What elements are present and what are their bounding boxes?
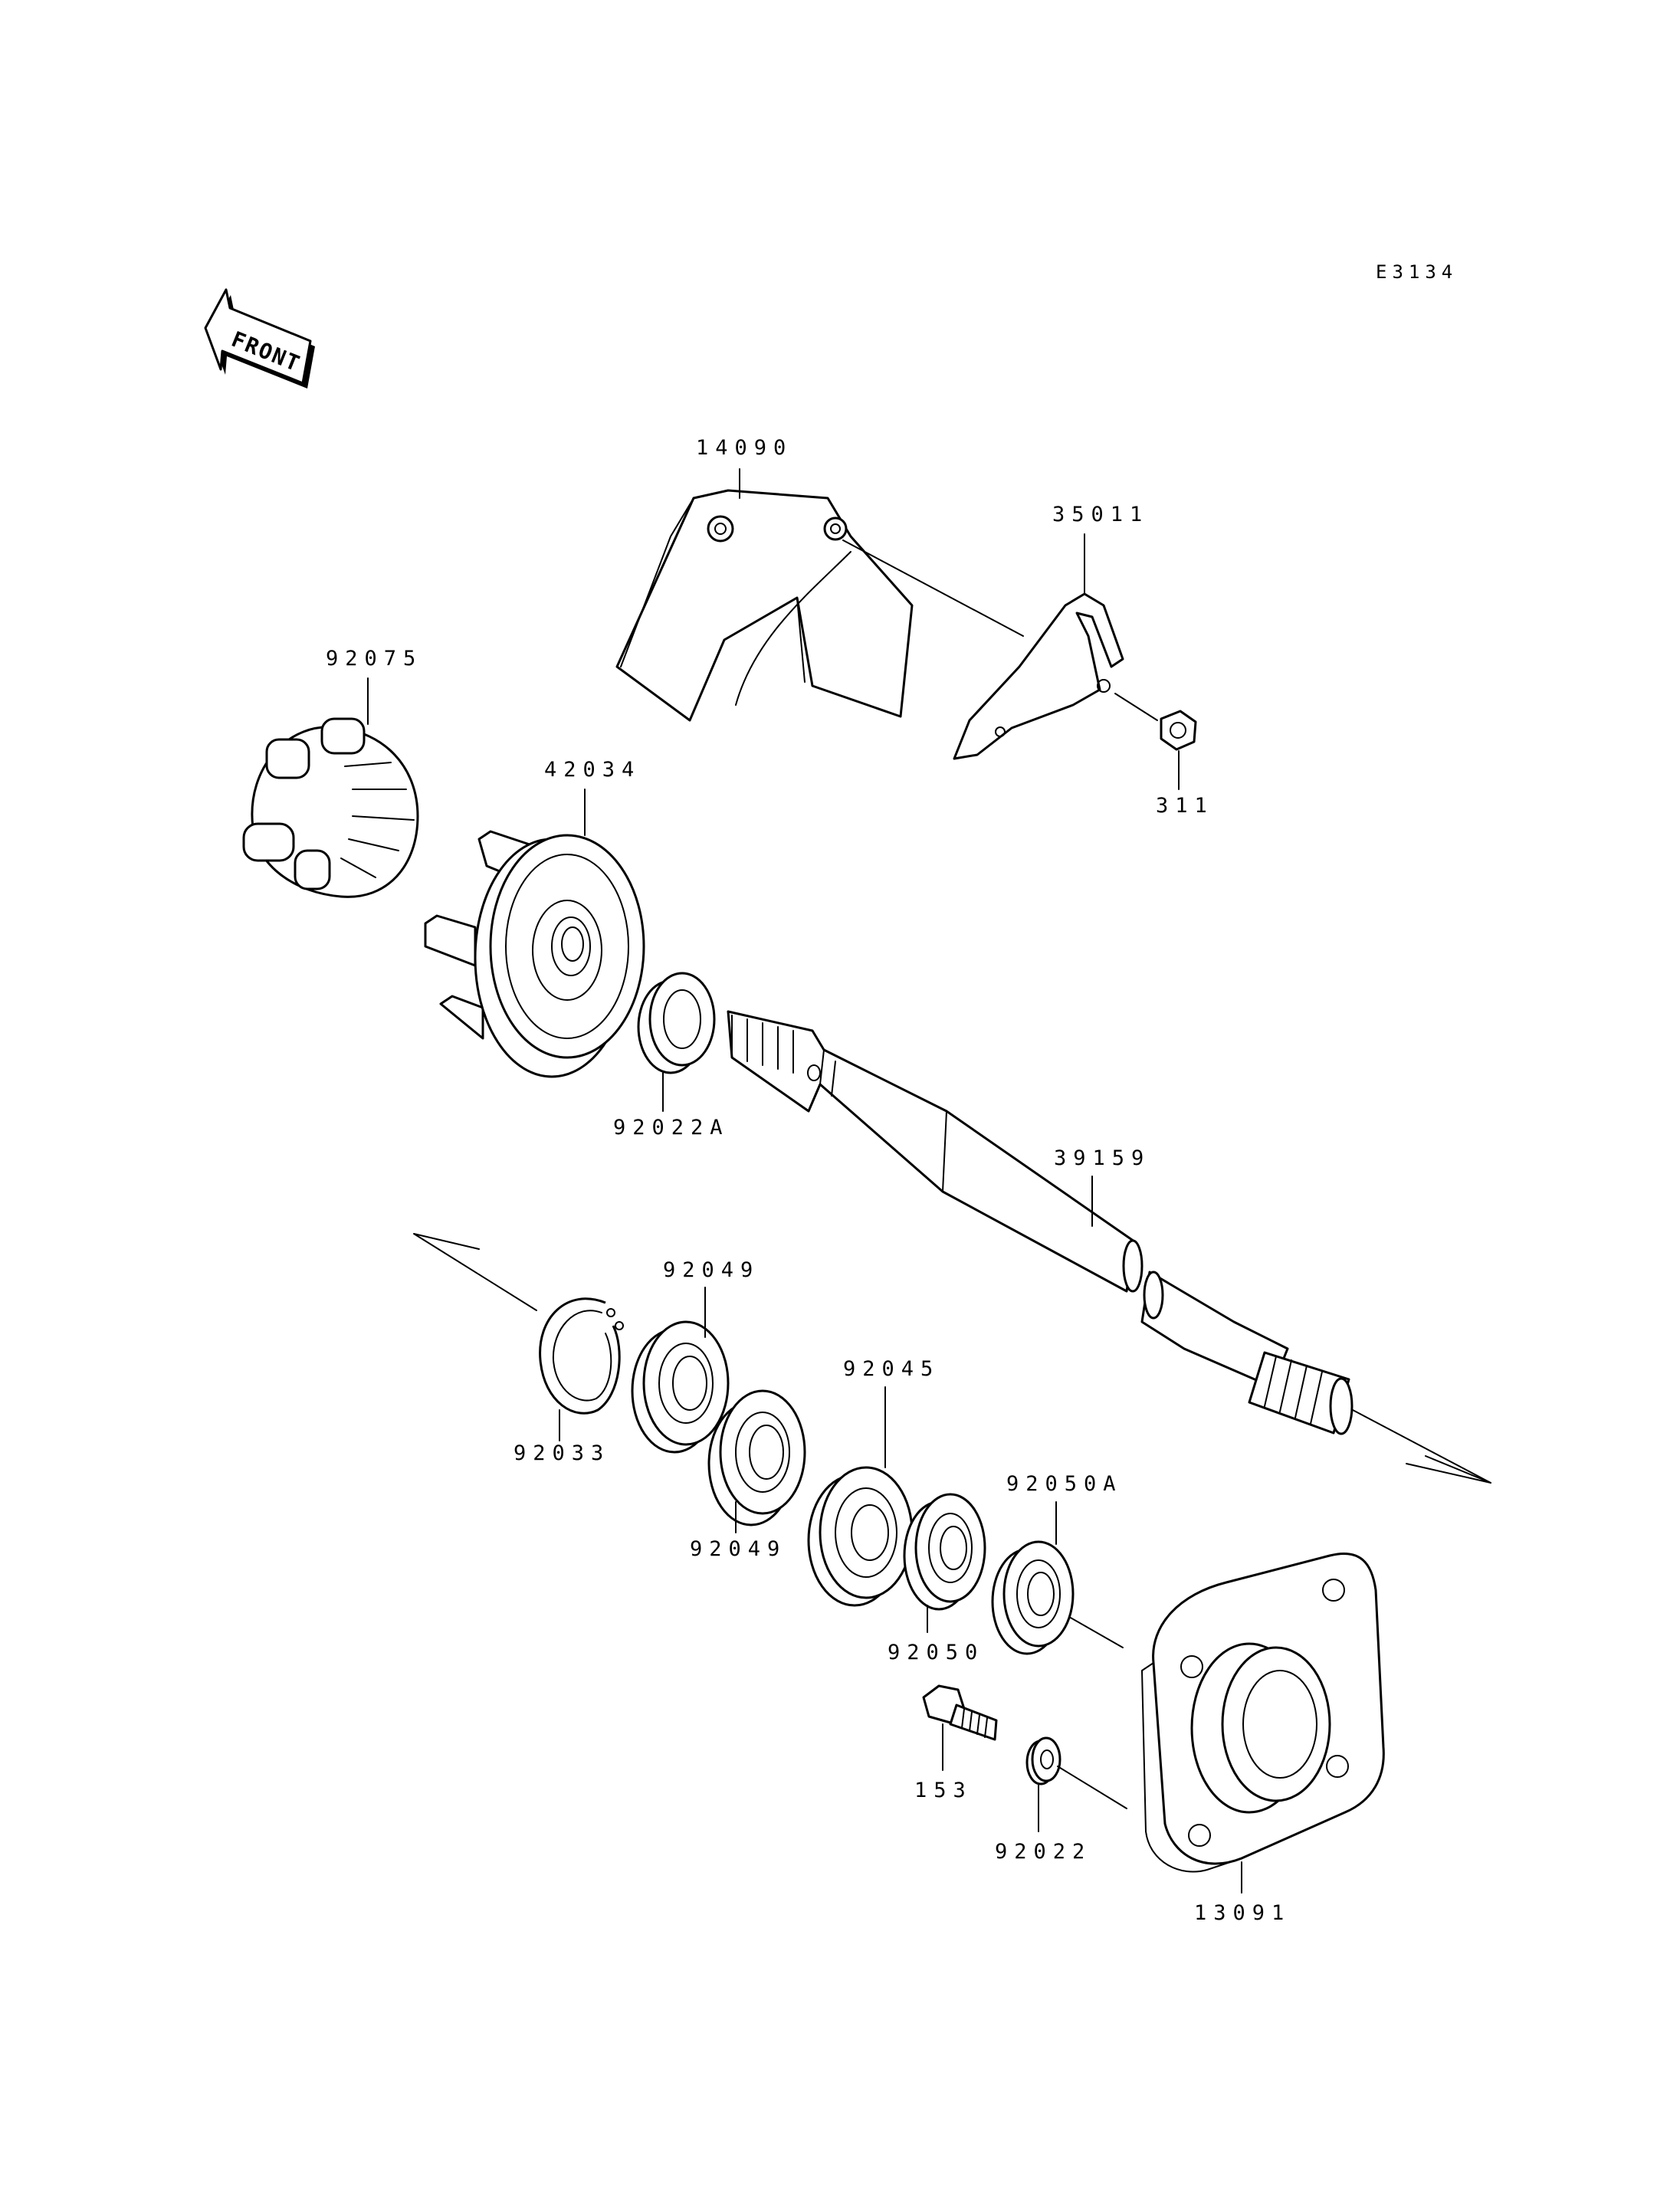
label-92033: 92033 xyxy=(514,1441,610,1465)
washer-92022-part xyxy=(1025,1736,1127,1809)
circlip-part xyxy=(539,1297,624,1415)
washer-part xyxy=(637,972,716,1074)
label-42034: 42034 xyxy=(544,758,641,782)
label-92050A: 92050A xyxy=(1006,1472,1123,1496)
label-311: 311 xyxy=(1156,794,1214,818)
label-92050: 92050 xyxy=(888,1641,984,1664)
cover-part xyxy=(615,489,1024,722)
label-35011: 35011 xyxy=(1052,503,1149,526)
coupling-part xyxy=(424,830,645,1078)
housing-part xyxy=(1141,1552,1385,1873)
seal-92050A-part xyxy=(991,1540,1124,1655)
label-13091: 13091 xyxy=(1194,1901,1291,1925)
label-14090: 14090 xyxy=(696,436,792,460)
label-92049-bottom: 92049 xyxy=(690,1537,786,1561)
nut-part xyxy=(1160,710,1197,751)
label-92045: 92045 xyxy=(843,1357,940,1381)
label-39159: 39159 xyxy=(1054,1146,1150,1170)
drive-shaft-part xyxy=(727,1010,1491,1484)
reference-code: E3134 xyxy=(1376,261,1458,283)
bolt-part xyxy=(922,1684,998,1741)
seal-lower-part xyxy=(707,1389,806,1526)
bearing-part xyxy=(807,1466,914,1607)
seal-92050-part xyxy=(903,1493,986,1611)
label-92022: 92022 xyxy=(995,1840,1091,1864)
label-92022A: 92022A xyxy=(613,1116,730,1139)
bracket-part xyxy=(953,592,1158,760)
label-92049-top: 92049 xyxy=(663,1258,760,1282)
front-arrow-icon: FRONT xyxy=(204,288,315,389)
seal-upper-part xyxy=(631,1320,730,1454)
label-92075: 92075 xyxy=(326,647,422,671)
damper-part xyxy=(242,717,419,898)
label-153: 153 xyxy=(914,1779,973,1802)
